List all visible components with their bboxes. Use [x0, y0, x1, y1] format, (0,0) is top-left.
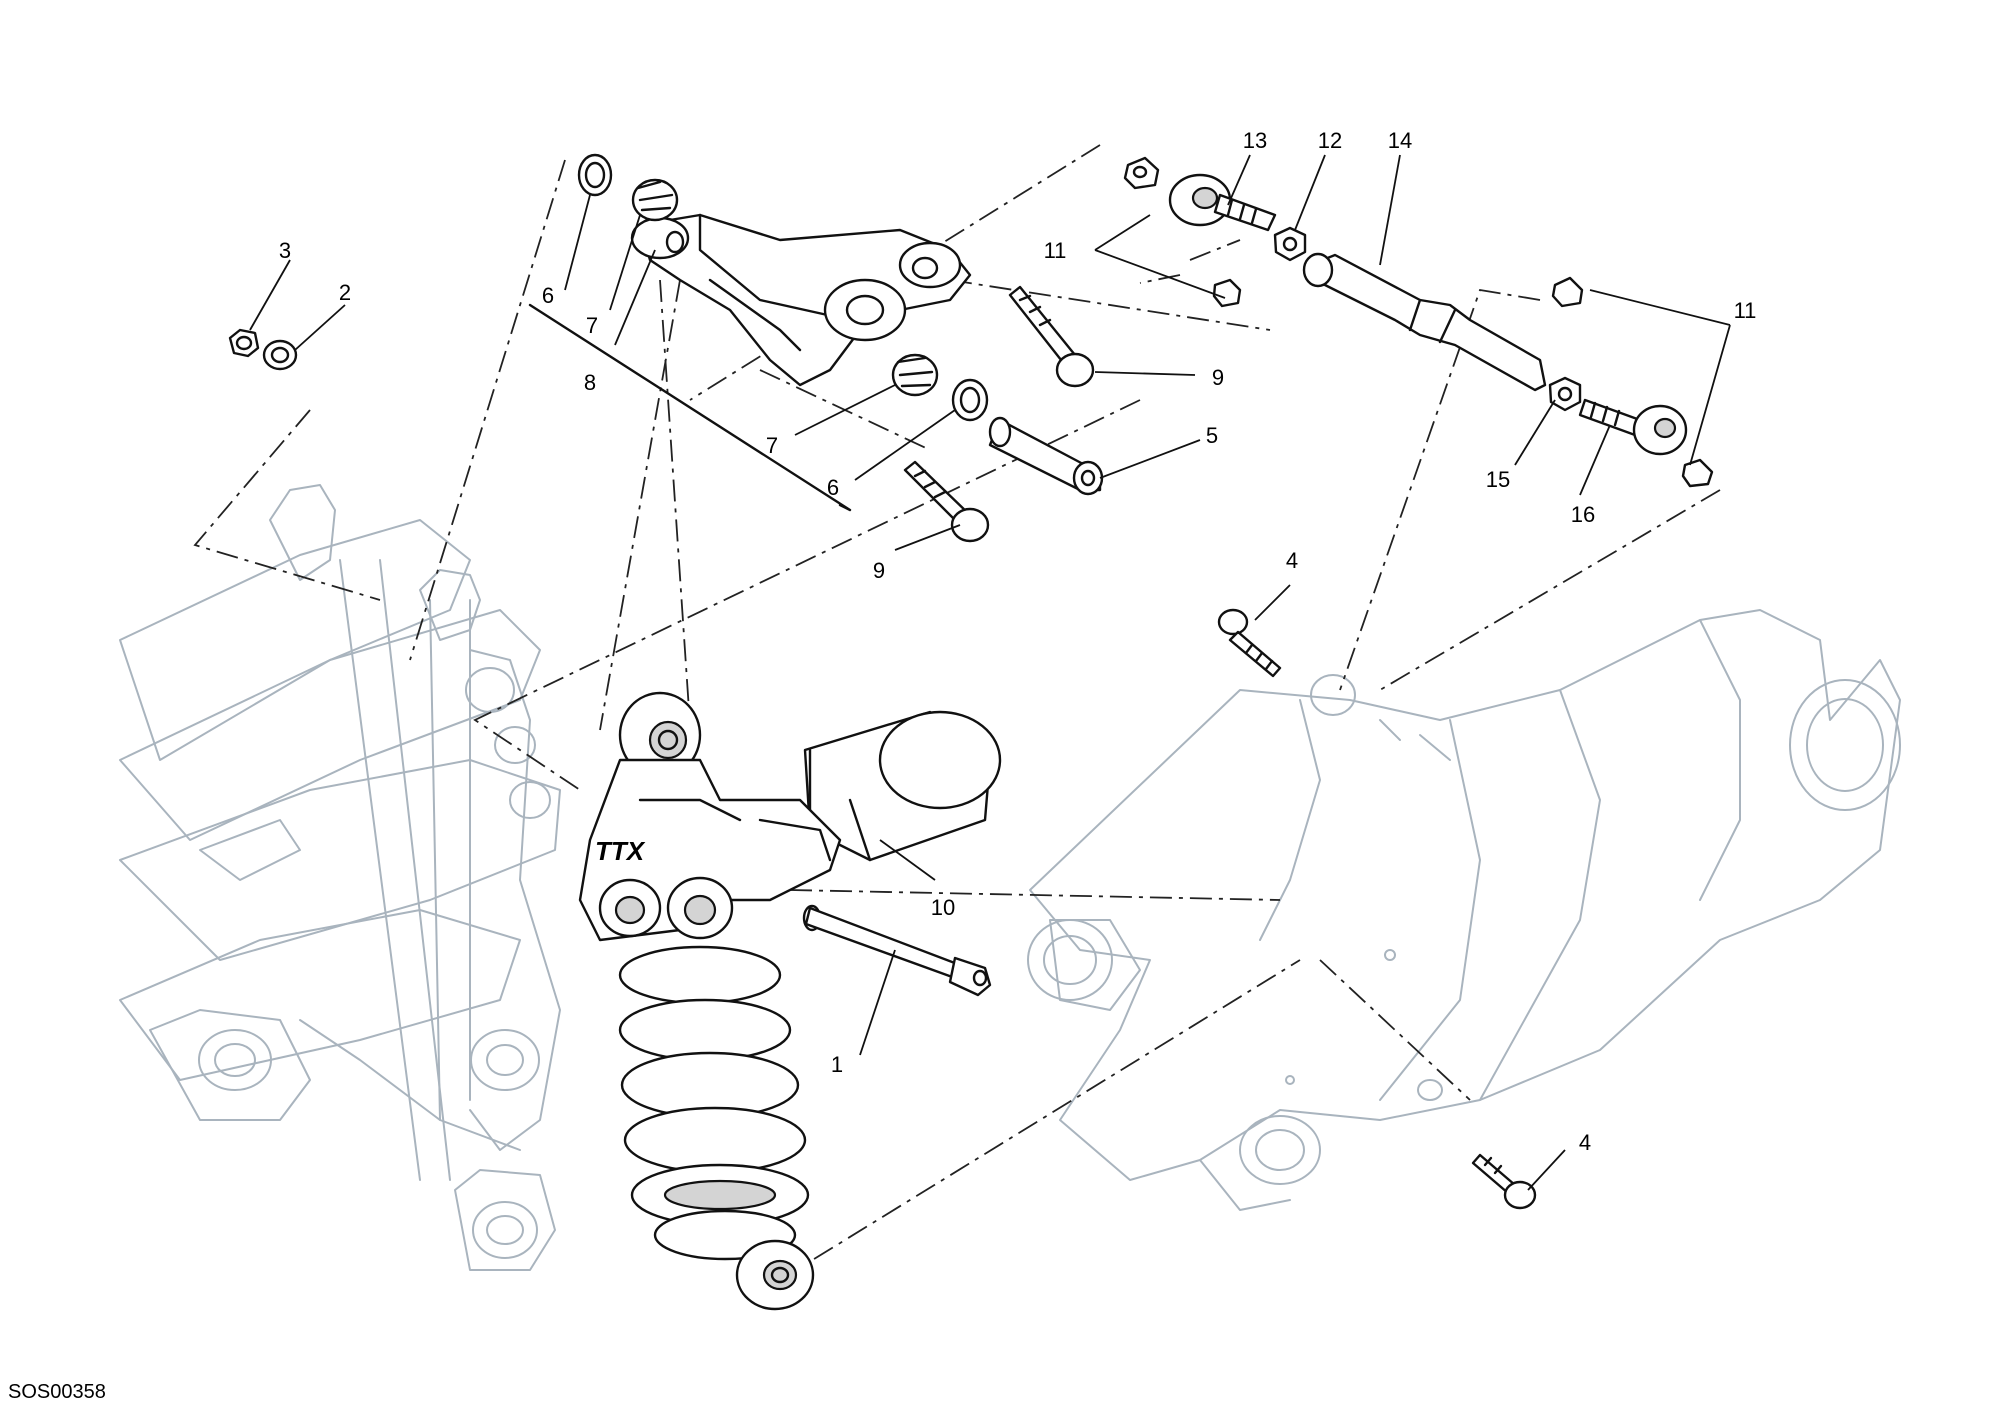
callout-9-lower: 9: [873, 558, 885, 583]
bolt-4-upper: [1217, 608, 1282, 678]
callout-8: 8: [584, 370, 596, 395]
callout-4-upper: 4: [1286, 548, 1298, 573]
callout-6-lower: 6: [827, 475, 839, 500]
callout-11-left: 11: [1044, 238, 1067, 263]
bolt-9-upper: [1008, 285, 1095, 388]
bolt-1: [802, 904, 992, 997]
bolt-4-lower: [1471, 1153, 1537, 1210]
rod-end-16: [1578, 398, 1688, 456]
swingarm-outline: [1027, 609, 1901, 1211]
rod-end-13: [1168, 173, 1277, 232]
callout-2: 2: [339, 280, 351, 305]
callout-11-right: 11: [1734, 298, 1757, 323]
callout-10: 10: [931, 895, 955, 920]
callout-7-lower: 7: [766, 433, 778, 458]
callout-1: 1: [831, 1052, 843, 1077]
rocker-arm: [630, 213, 972, 387]
bolt-9-lower: [903, 460, 990, 543]
nut-12: [1273, 226, 1307, 262]
callout-7-upper: 7: [586, 313, 598, 338]
callout-labels: 1 2 3 4 4 5 6 6 7 7 8 9 9 10 11 11 12 13…: [279, 128, 1757, 1155]
callout-12: 12: [1318, 128, 1342, 153]
assembly-dashed-lines: [193, 144, 1721, 1281]
nut-15: [1548, 376, 1582, 412]
callout-16: 16: [1571, 502, 1595, 527]
washer-2: [262, 339, 298, 371]
callout-5: 5: [1206, 423, 1218, 448]
spacer-11-mid: [1212, 278, 1242, 308]
seal-bearing-lower: [891, 353, 989, 422]
shock-absorber: TTX: [578, 691, 1002, 1311]
callout-6-upper: 6: [542, 283, 554, 308]
callout-4-lower: 4: [1579, 1130, 1591, 1155]
spacer-11-right-bottom: [1681, 458, 1714, 488]
callout-14: 14: [1388, 128, 1412, 153]
seal-bearing-upper: [577, 153, 679, 222]
callout-15: 15: [1486, 467, 1510, 492]
spacer-11-top: [1123, 156, 1160, 190]
part-8-bracket-line: [528, 303, 852, 512]
shock-decal: TTX: [595, 836, 646, 866]
callout-9-upper: 9: [1212, 365, 1224, 390]
tie-rod-14: [1302, 252, 1547, 392]
document-code: SOS00358: [8, 1381, 106, 1403]
spacer-11-right-top: [1551, 276, 1584, 308]
leader-lines: [249, 154, 1731, 1191]
callout-13: 13: [1243, 128, 1267, 153]
frame-outline: [119, 484, 561, 1271]
pin-5: [988, 416, 1104, 496]
nut-3: [228, 328, 260, 358]
callout-3: 3: [279, 238, 291, 263]
